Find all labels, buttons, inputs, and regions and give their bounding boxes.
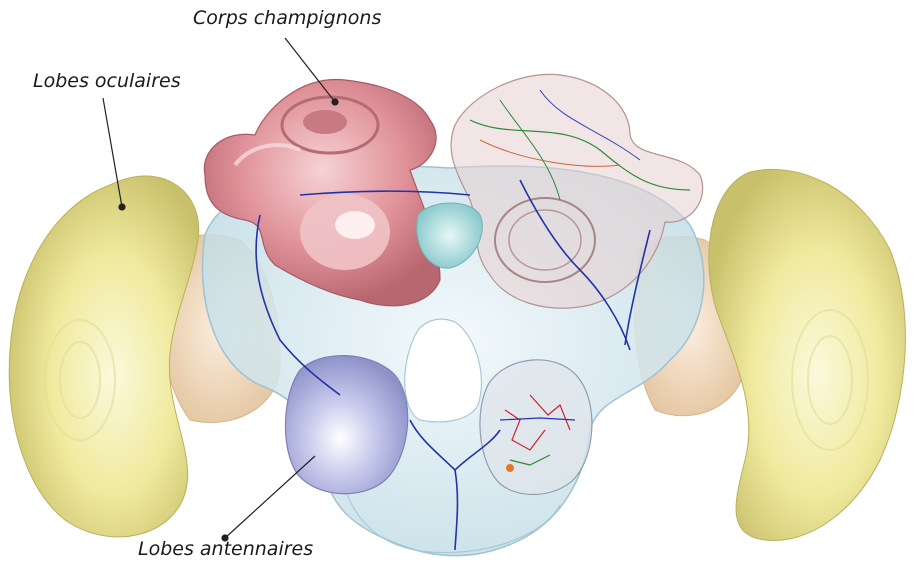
leader-antennal-lobes (225, 456, 315, 538)
label-optic-lobes: Lobes oculaires (33, 70, 181, 92)
right-optic-lobe (709, 169, 906, 540)
label-antennal-lobes: Lobes antennaires (138, 538, 313, 560)
left-antennal-lobe (285, 356, 407, 494)
leader-dot-optic-lobes (119, 204, 125, 210)
right-antennal-lobe (480, 360, 592, 495)
leader-dot-mushroom-bodies (332, 99, 338, 105)
label-mushroom-bodies: Corps champignons (193, 7, 381, 29)
